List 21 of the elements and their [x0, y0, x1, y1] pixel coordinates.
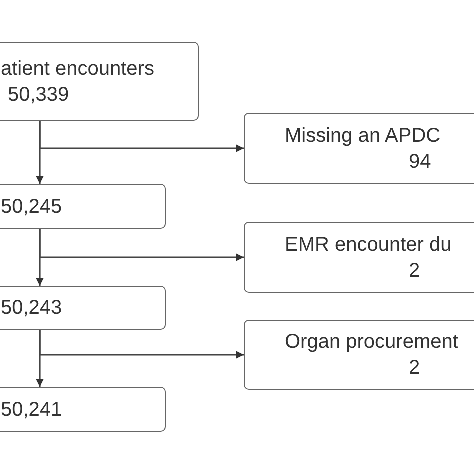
box-text: 50,243 — [0, 296, 62, 321]
box-text: EMR encounter du — [284, 232, 452, 258]
box-text: 50,241 — [0, 398, 62, 422]
arrow — [39, 121, 244, 152]
arrow — [39, 330, 244, 359]
process-box — [244, 222, 474, 293]
box-text: atient encounters — [0, 56, 154, 82]
box-text: 2 — [408, 258, 420, 284]
process-box — [244, 320, 474, 390]
process-box — [0, 286, 166, 330]
box-text: Organ procurement — [284, 330, 458, 355]
box-text: 50,339 — [7, 82, 70, 108]
box-text: 50,245 — [0, 194, 62, 220]
process-box — [0, 387, 166, 432]
process-box — [244, 113, 474, 184]
arrow — [39, 229, 244, 262]
box-text: Missing an APDC — [284, 124, 441, 148]
box-text: 94 — [408, 150, 432, 174]
box-text: 2 — [408, 356, 420, 381]
process-box — [0, 184, 166, 229]
process-box — [0, 42, 199, 121]
